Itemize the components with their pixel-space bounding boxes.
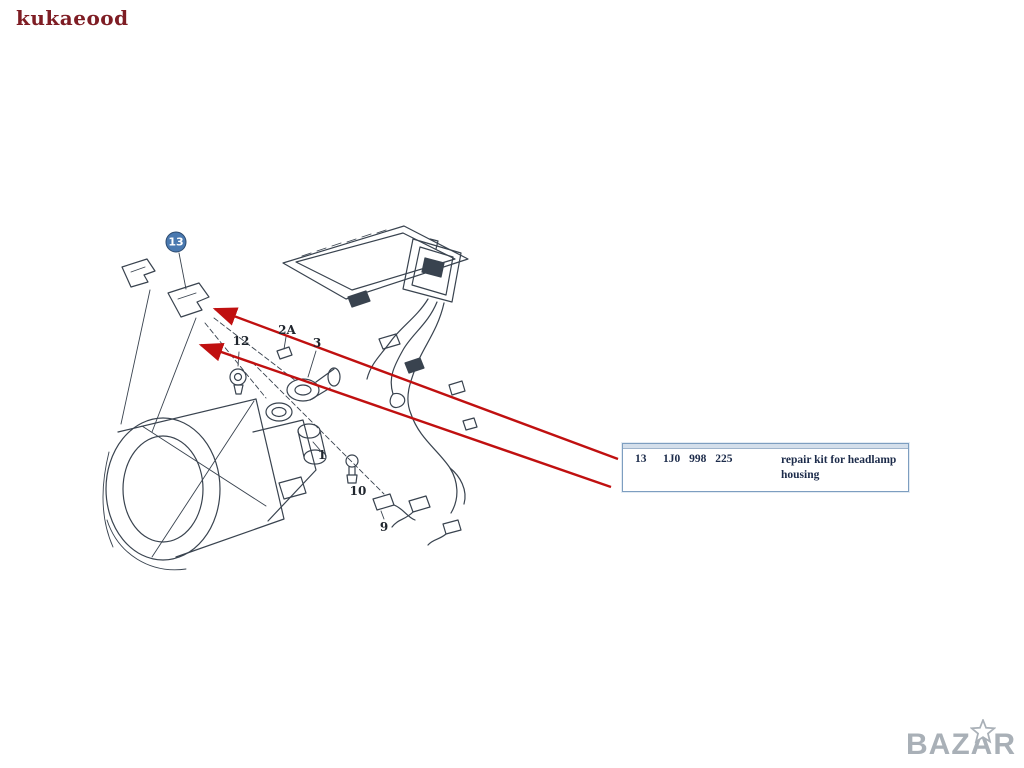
part-label-13-circled: 13 — [165, 231, 187, 253]
parts-table-position: 13 — [635, 453, 647, 465]
part-label-9: 9 — [379, 520, 389, 534]
parts-table-description: repair kit for headlamp housing — [781, 453, 902, 483]
star-icon — [970, 719, 996, 744]
part-label-10: 10 — [349, 484, 367, 498]
repair-kit-clips — [121, 252, 210, 318]
part-label-12: 12 — [232, 334, 250, 348]
seller-watermark: kukaeood — [16, 6, 129, 30]
part-label-1: 1 — [317, 448, 327, 462]
bazar-logo-text: BAZAR — [906, 728, 1016, 761]
parts-table: 13 1J0 998 225 repair kit for headlamp h… — [622, 443, 909, 492]
parts-table-part-number: 1J0 998 225 — [663, 453, 733, 465]
wiring-harness — [347, 290, 478, 546]
bazar-logo: BAZAR — [906, 719, 1016, 762]
red-arrow-upper — [212, 307, 619, 461]
red-arrow-lower — [198, 342, 612, 489]
parts-table-header-strip — [623, 444, 908, 449]
description-line-1: repair kit for headlamp — [781, 454, 897, 466]
parts-table-row: 13 1J0 998 225 repair kit for headlamp h… — [623, 449, 908, 485]
headlamp-top-view — [282, 225, 469, 300]
part-label-2a: 2A — [278, 323, 296, 337]
headlamp-rear-housing — [402, 238, 462, 303]
part-label-3: 3 — [312, 336, 322, 350]
headlamp-housing — [102, 289, 317, 571]
description-line-2: housing — [781, 468, 820, 481]
